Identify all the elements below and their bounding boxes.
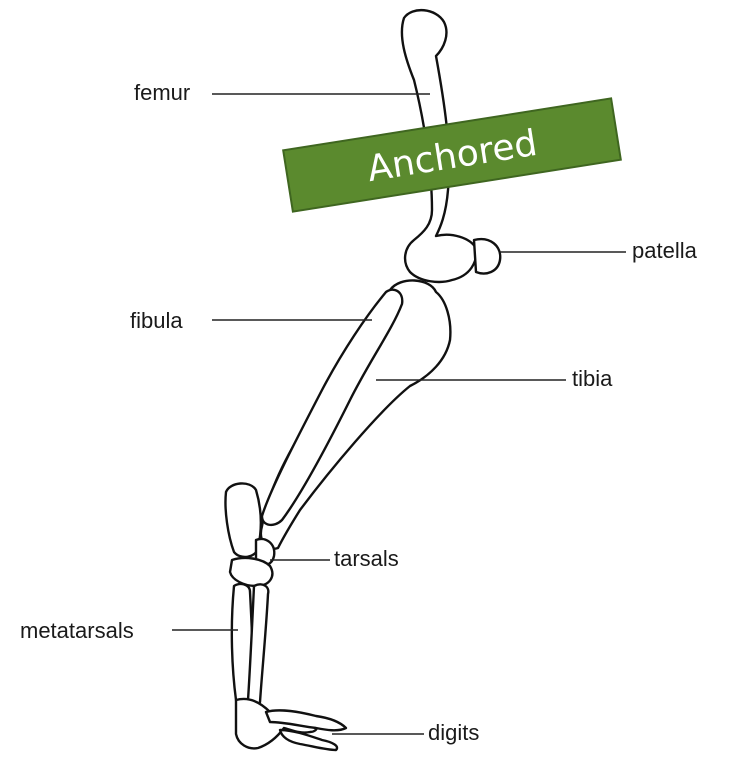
label-tarsals: tarsals [334,546,399,571]
label-digits: digits [428,720,479,745]
metatarsals-bones [232,584,268,707]
digits-bones [236,699,346,750]
label-tibia: tibia [572,366,613,391]
anchored-banner: Anchored [283,98,621,211]
label-metatarsals: metatarsals [20,618,134,643]
label-femur: femur [134,80,190,105]
label-fibula: fibula [130,308,183,333]
patella-bone [474,239,500,273]
label-patella: patella [632,238,698,263]
